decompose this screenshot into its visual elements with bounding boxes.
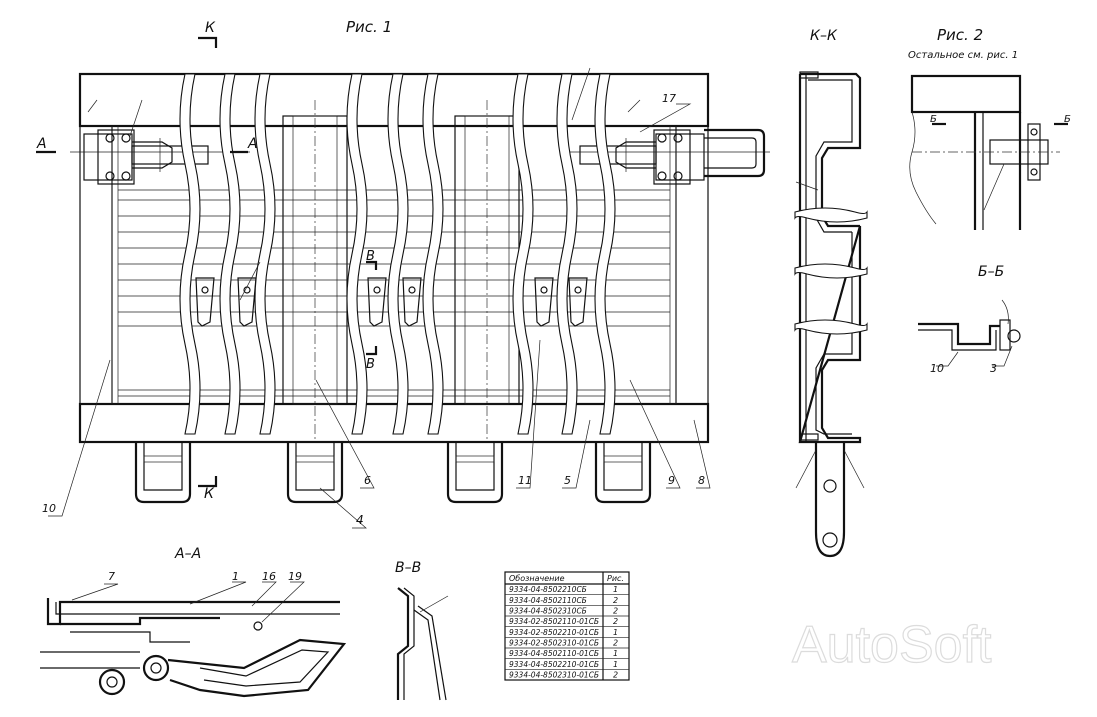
main-view: Рис. 1 К К А А В В 10 4 6 11 5 9 8 17 bbox=[36, 18, 770, 529]
table-row-designation: 9334-02-8502110-01СБ bbox=[509, 617, 599, 626]
table-row-designation: 9334-04-8502110СБ bbox=[509, 596, 587, 605]
fig2-note: Остальное см. рис. 1 bbox=[908, 50, 1018, 61]
callout-7: 7 bbox=[108, 570, 115, 583]
table-row-designation: 9334-04-8502310СБ bbox=[509, 607, 587, 616]
designation-table: Обозначение Рис. 9334-04-8502210СБ 1 933… bbox=[504, 571, 630, 681]
callout-16: 16 bbox=[262, 570, 276, 583]
cut-mark-v-bottom: В bbox=[366, 357, 375, 372]
break-lines bbox=[179, 73, 616, 435]
cut-mark-v-top: В bbox=[366, 249, 375, 264]
section-vv-title: В–В bbox=[395, 560, 421, 576]
right-post bbox=[675, 125, 709, 405]
section-kk-title: К–К bbox=[810, 28, 838, 44]
table-row-designation: 9334-04-8502110-01СБ bbox=[509, 649, 599, 658]
table-row-designation: 9334-02-8502210-01СБ bbox=[509, 628, 599, 637]
callout-3: 3 bbox=[990, 362, 997, 375]
callout-1: 1 bbox=[232, 570, 239, 583]
callout-10: 10 bbox=[42, 502, 56, 515]
callout-6: 6 bbox=[364, 474, 371, 487]
cut-mark-k-top: К bbox=[205, 20, 216, 36]
callout-17: 17 bbox=[662, 92, 676, 105]
bottom-beam bbox=[78, 402, 710, 444]
cut-mark-b-left: Б bbox=[930, 114, 937, 125]
table-row-fig: 2 bbox=[613, 596, 618, 605]
section-aa-title: А–А bbox=[174, 546, 201, 562]
table-row-fig: 1 bbox=[613, 660, 618, 669]
callout-9: 9 bbox=[668, 474, 675, 487]
table-row-designation: 9334-04-8502210-01СБ bbox=[509, 660, 599, 669]
table-row-fig: 2 bbox=[613, 607, 618, 616]
left-latch bbox=[70, 129, 250, 185]
bottom-loops bbox=[134, 442, 652, 504]
fig2-title: Рис. 2 bbox=[937, 26, 983, 44]
section-kk: К–К bbox=[794, 28, 868, 558]
fig1-title: Рис. 1 bbox=[346, 18, 392, 36]
section-aa: А–А 7 1 16 19 bbox=[40, 546, 347, 698]
callout-10-bb: 10 bbox=[930, 362, 944, 375]
section-bb: Б–Б 10 3 bbox=[918, 264, 1021, 375]
brackets bbox=[195, 277, 588, 327]
cut-mark-b-right: Б bbox=[1064, 114, 1071, 125]
cut-mark-a-right: А bbox=[247, 136, 258, 152]
table-row-designation: 9334-02-8502310-01СБ bbox=[509, 639, 599, 648]
right-latch bbox=[560, 128, 770, 185]
callout-5: 5 bbox=[564, 474, 571, 487]
leaders bbox=[48, 67, 711, 529]
section-vv: В–В bbox=[395, 560, 449, 701]
table-row-fig: 2 bbox=[613, 671, 618, 680]
fig2-view: Рис. 2 Остальное см. рис. 1 Б Б bbox=[908, 26, 1071, 230]
fig2-top-beam bbox=[910, 74, 1022, 114]
cut-mark-k-bottom: К bbox=[204, 486, 215, 502]
table-row-fig: 2 bbox=[613, 617, 618, 626]
callout-11: 11 bbox=[518, 474, 532, 487]
watermark: AutoSoft bbox=[792, 616, 992, 674]
left-post bbox=[79, 125, 113, 405]
callout-4: 4 bbox=[356, 513, 364, 527]
table-row-designation: 9334-04-8502210СБ bbox=[509, 585, 587, 594]
table-header-fig: Рис. bbox=[607, 574, 624, 583]
table-row-fig: 1 bbox=[613, 649, 618, 658]
table-header-designation: Обозначение bbox=[509, 574, 565, 583]
cut-mark-a-left: А bbox=[36, 136, 47, 152]
cut-marks-main bbox=[36, 36, 378, 488]
callout-8: 8 bbox=[698, 474, 705, 487]
callout-19: 19 bbox=[288, 570, 302, 583]
table-row-fig: 1 bbox=[613, 628, 618, 637]
table-row-fig: 2 bbox=[613, 639, 618, 648]
table-row-designation: 9334-04-8502310-01СБ bbox=[509, 671, 599, 680]
section-bb-title: Б–Б bbox=[978, 264, 1004, 280]
table-row-fig: 1 bbox=[613, 585, 618, 594]
